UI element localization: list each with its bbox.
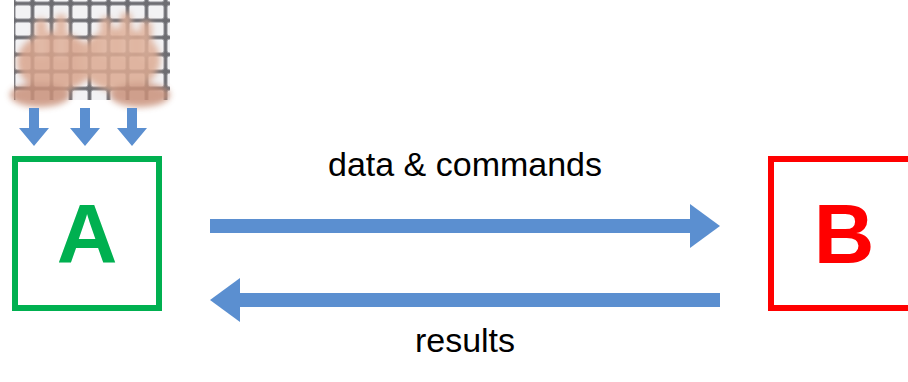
process-box: B — [768, 156, 908, 311]
process-box: A — [12, 156, 162, 311]
box-letter: B — [814, 192, 875, 276]
flow-arrow — [210, 204, 720, 248]
down-arrow — [70, 108, 100, 146]
arrow-shaft — [210, 219, 692, 233]
input-arrows — [19, 108, 147, 146]
arrow-label: results — [411, 321, 519, 360]
arrow-label: data & commands — [324, 145, 606, 184]
down-arrow — [117, 108, 147, 146]
down-arrow — [19, 108, 49, 146]
box-letter: A — [57, 192, 118, 276]
flow-arrow — [210, 278, 720, 322]
arrow-head — [690, 204, 720, 248]
arrow-head — [210, 278, 240, 322]
arrow-shaft — [238, 293, 720, 307]
keyboard-photo — [10, 0, 170, 107]
